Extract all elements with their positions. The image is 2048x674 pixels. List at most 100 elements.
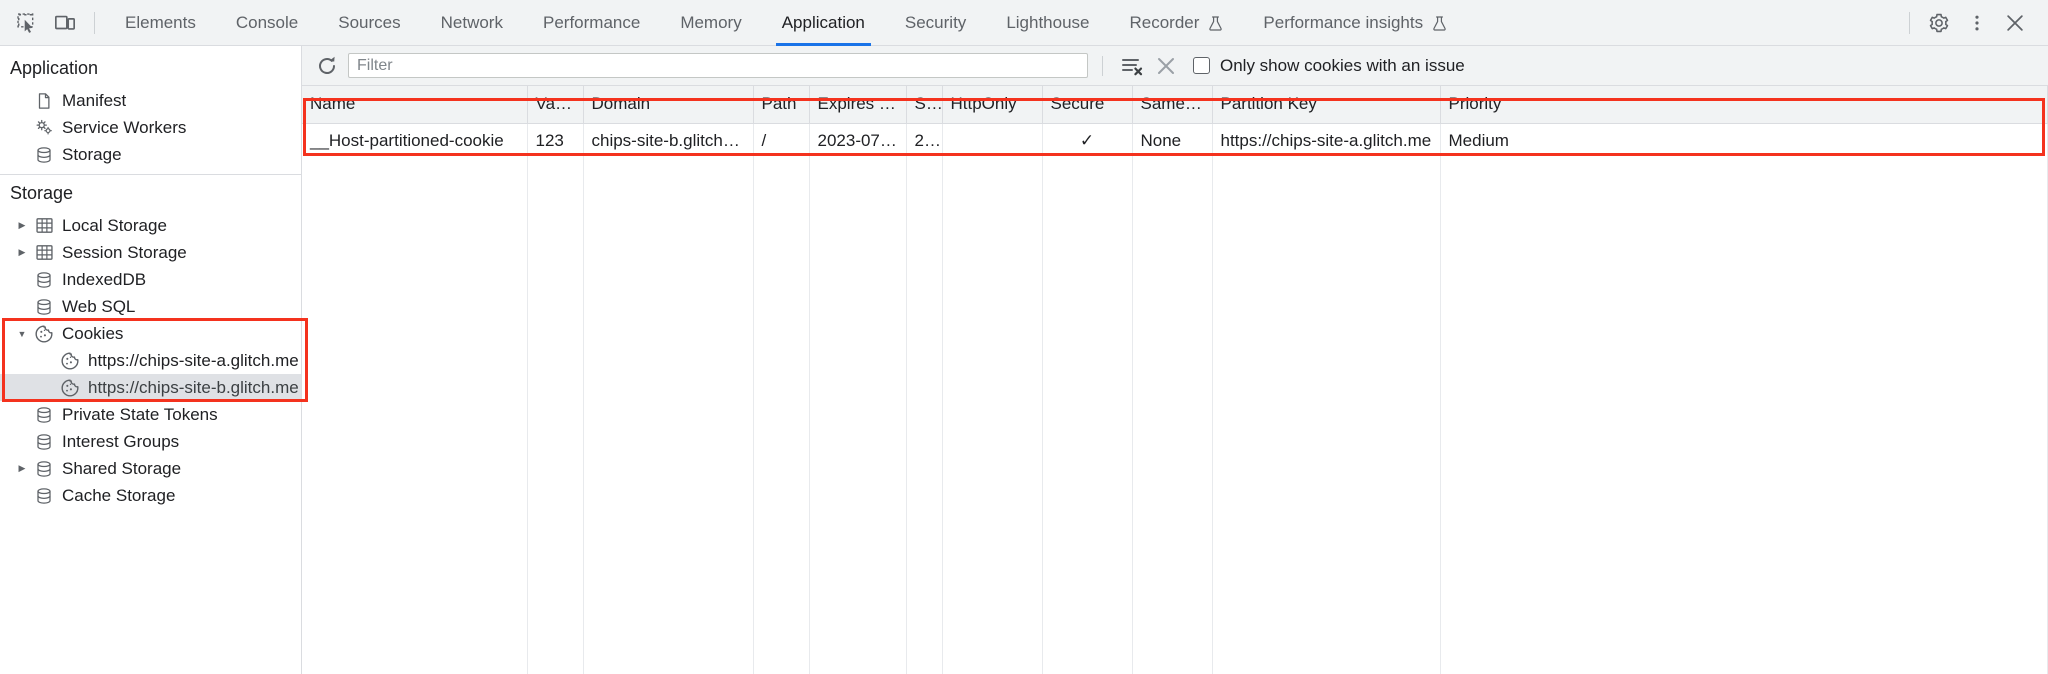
cell-samesite[interactable]: None [1132,123,1213,159]
cell-partition-key[interactable]: https://chips-site-a.glitch.me [1212,123,1441,159]
column-header-httponly[interactable]: HttpOnly [942,86,1043,124]
table-empty-row [302,627,2048,663]
table-empty-row [302,411,2048,447]
tab-label: Security [904,12,967,32]
sidebar-item-web-sql[interactable]: ▶Web SQL [0,293,301,320]
chevron-down-icon[interactable]: ▼ [17,328,27,339]
empty-cell [942,555,1043,591]
database-icon [32,406,56,424]
cell-secure[interactable]: ✓ [1042,123,1133,159]
sidebar-item-indexeddb[interactable]: ▶IndexedDB [0,266,301,293]
cell-domain[interactable]: chips-site-b.glitch.me [583,123,754,159]
empty-cell [906,663,943,674]
sidebar-item-https-chips-site-a-glitch-me[interactable]: ▶https://chips-site-a.glitch.me [0,347,301,374]
column-header-domain[interactable]: Domain [583,86,754,124]
sidebar-item-cookies[interactable]: ▼ Cookies [0,320,301,347]
empty-cell [1440,195,2048,231]
tab-elements[interactable]: Elements [105,0,216,46]
tab-performance[interactable]: Performance [523,0,660,46]
tab-label: Lighthouse [1006,12,1090,32]
only-issues-checkbox[interactable] [1193,57,1210,74]
column-header-samesite[interactable]: SameSite [1132,86,1213,124]
empty-cell [942,627,1043,663]
sidebar-item-session-storage[interactable]: ▶Session Storage [0,239,301,266]
delete-selected-icon[interactable] [1149,51,1183,81]
column-header-path[interactable]: Path [753,86,810,124]
tab-performance-insights[interactable]: Performance insights [1243,0,1467,46]
column-header-value[interactable]: Value [527,86,584,124]
sidebar-item-manifest[interactable]: ▶Manifest [0,87,301,114]
empty-cell [942,339,1043,375]
tab-security[interactable]: Security [885,0,986,46]
cell-httponly[interactable] [942,123,1043,159]
empty-cell [809,411,907,447]
sidebar-item-cache-storage[interactable]: ▶Cache Storage [0,482,301,509]
chevron-right-icon[interactable]: ▶ [18,247,26,257]
empty-cell [302,591,528,627]
chevron-right-icon[interactable]: ▶ [18,220,26,230]
cell-path[interactable]: / [753,123,810,159]
empty-cell [1212,375,1441,411]
column-header-name[interactable]: Name [302,86,528,124]
tab-console[interactable]: Console [216,0,318,46]
column-header-expires-m[interactable]: Expires / M… [809,86,907,124]
table-icon [32,216,56,235]
table-empty-row [302,663,2048,674]
refresh-icon[interactable] [310,51,344,81]
empty-cell [1132,339,1213,375]
tab-recorder[interactable]: Recorder [1110,0,1244,46]
empty-cell [1132,555,1213,591]
gear-icon[interactable] [1920,5,1958,41]
sidebar-item-storage[interactable]: ▶Storage [0,141,301,168]
empty-cell [942,411,1043,447]
empty-cell [1440,231,2048,267]
empty-cell [906,375,943,411]
empty-cell [1132,375,1213,411]
tab-network[interactable]: Network [421,0,523,46]
tab-application[interactable]: Application [762,0,885,46]
sidebar-item-https-chips-site-b-glitch-me[interactable]: ▶https://chips-site-b.glitch.me [0,374,301,401]
empty-cell [1440,555,2048,591]
table-empty-row [302,555,2048,591]
cell-priority[interactable]: Medium [1440,123,2048,159]
tab-memory[interactable]: Memory [660,0,761,46]
inspect-element-icon[interactable] [8,5,46,41]
column-header-size[interactable]: Size [906,86,943,124]
sidebar-item-local-storage[interactable]: ▶Local Storage [0,212,301,239]
table-empty-row [302,195,2048,231]
chevron-right-icon[interactable]: ▶ [18,463,26,473]
cell-value[interactable]: 123 [527,123,584,159]
empty-cell [1440,663,2048,674]
column-header-partition-key[interactable]: Partition Key [1212,86,1441,124]
cell-size[interactable]: 28 [906,123,943,159]
sidebar-item-interest-groups[interactable]: ▶Interest Groups [0,428,301,455]
close-icon[interactable] [1996,5,2034,41]
kebab-menu-icon[interactable] [1958,5,1996,41]
cell-name[interactable]: __Host-partitioned-cookie [302,123,528,159]
sidebar-item-label: Private State Tokens [62,404,218,424]
search-input[interactable]: Filter [348,53,1088,78]
sidebar-item-label: Cookies [62,323,124,343]
empty-cell [753,663,810,674]
tab-sources[interactable]: Sources [318,0,420,46]
database-icon [32,271,56,289]
sidebar-item-service-workers[interactable]: ▶Service Workers [0,114,301,141]
device-toolbar-icon[interactable] [46,5,84,41]
sidebar-item-private-state-tokens[interactable]: ▶Private State Tokens [0,401,301,428]
empty-cell [753,231,810,267]
sidebar-item-shared-storage[interactable]: ▶Shared Storage [0,455,301,482]
table-empty-row [302,267,2048,303]
column-header-secure[interactable]: Secure [1042,86,1133,124]
empty-cell [1440,411,2048,447]
cell-expires-m[interactable]: 2023-07-07… [809,123,907,159]
only-issues-checkbox-row[interactable]: Only show cookies with an issue [1193,56,1465,76]
empty-cell [906,339,943,375]
sidebar-item-label: Cache Storage [62,485,176,505]
tab-lighthouse[interactable]: Lighthouse [986,0,1109,46]
table-empty-row [302,159,2048,195]
column-header-priority[interactable]: Priority [1440,86,2048,124]
clear-all-cookies-icon[interactable] [1115,51,1149,81]
empty-cell [1132,267,1213,303]
